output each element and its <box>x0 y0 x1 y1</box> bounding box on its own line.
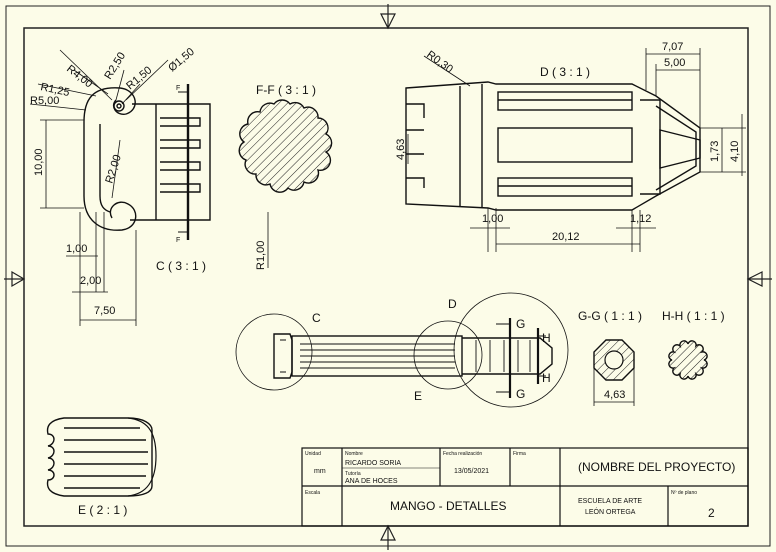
tb-proyecto: (NOMBRE DEL PROYECTO) <box>578 460 735 474</box>
dim-d-7-07: 7,07 <box>662 41 683 53</box>
dim-c-7-50: 7,50 <box>94 305 115 317</box>
tb-unidad-value: mm <box>314 468 326 475</box>
view-e-detail <box>46 417 157 497</box>
view-c-title: C ( 3 : 1 ) <box>156 259 206 273</box>
dim-c-r2-50: R2,50 <box>102 50 128 81</box>
tb-escuela-line1: ESCUELA DE ARTE <box>578 498 642 505</box>
dim-d-r0-30: R0,30 <box>424 49 455 76</box>
view-d-dimensions <box>407 48 746 252</box>
main-overview <box>235 292 569 408</box>
dim-d-4-10: 4,10 <box>729 141 741 162</box>
dim-d-1-12: 1,12 <box>630 213 651 225</box>
dim-d-20-12: 20,12 <box>552 231 580 243</box>
view-hh-title: H-H ( 1 : 1 ) <box>662 309 725 323</box>
tb-nombre-value: RICARDO SORIA <box>345 460 401 467</box>
view-d-detail <box>405 81 701 211</box>
section-marker-f-bottom: F <box>176 237 180 244</box>
tb-firma-label: Firma <box>513 451 526 457</box>
tb-titulo: MANGO - DETALLES <box>390 499 506 513</box>
tb-escala-label: Escala <box>305 490 320 496</box>
title-block <box>301 447 749 527</box>
view-gg-dimension <box>593 368 635 406</box>
callout-d: D <box>448 297 457 311</box>
dim-d-1-73: 1,73 <box>709 141 721 162</box>
tb-unidad-label: Unidad <box>305 451 321 457</box>
dim-c-dia1-50: Ø1,50 <box>166 46 197 74</box>
dim-d-5-00: 5,00 <box>664 57 685 69</box>
dim-c-r2-00: R2,00 <box>103 153 123 185</box>
view-ff-section <box>238 99 333 193</box>
view-c-dimensions <box>29 49 169 326</box>
view-hh-section <box>668 340 708 380</box>
view-gg-bore <box>604 350 624 370</box>
view-ff-title: F-F ( 3 : 1 ) <box>256 83 316 97</box>
callout-h-bottom: H <box>542 371 551 385</box>
tb-nombre-label: Nombre <box>345 451 363 457</box>
dim-d-1-00: 1,00 <box>482 213 503 225</box>
dim-c-1-00: 1,00 <box>66 243 87 255</box>
callout-e: E <box>414 389 422 403</box>
section-marker-f-top: F <box>176 85 180 92</box>
callout-g-bottom: G <box>516 387 525 401</box>
dim-d-4-63: 4,63 <box>395 139 407 160</box>
centering-marks <box>4 4 772 550</box>
dim-c-10-00: 10,00 <box>33 148 45 176</box>
tb-escuela-line2: LEÓN ORTEGA <box>585 507 636 516</box>
tb-fecha-value: 13/05/2021 <box>454 468 489 475</box>
callout-g-top: G <box>516 317 525 331</box>
tb-plano-value: 2 <box>708 506 715 520</box>
tb-fecha-label: Fecha realización <box>443 451 482 457</box>
tb-tutoria-value: ANA DE HOCES <box>345 478 398 485</box>
dim-gg-4-63: 4,63 <box>604 389 625 401</box>
dim-c-2-00: 2,00 <box>80 275 101 287</box>
dim-ff-r1-00: R1,00 <box>255 241 267 270</box>
callout-c: C <box>312 311 321 325</box>
tb-plano-label: Nº de plano <box>671 490 697 496</box>
dim-c-r1-50: R1,50 <box>124 64 154 92</box>
tb-tutoria-label: Tutoría <box>345 471 361 477</box>
dim-c-r1-25: R1,25 <box>39 81 70 99</box>
callout-h-top: H <box>542 331 551 345</box>
view-e-title: E ( 2 : 1 ) <box>78 503 127 517</box>
view-gg-title: G-G ( 1 : 1 ) <box>578 309 642 323</box>
dim-c-r5-00: R5,00 <box>30 95 59 107</box>
view-c-detail <box>83 84 211 240</box>
view-d-title: D ( 3 : 1 ) <box>540 65 590 79</box>
